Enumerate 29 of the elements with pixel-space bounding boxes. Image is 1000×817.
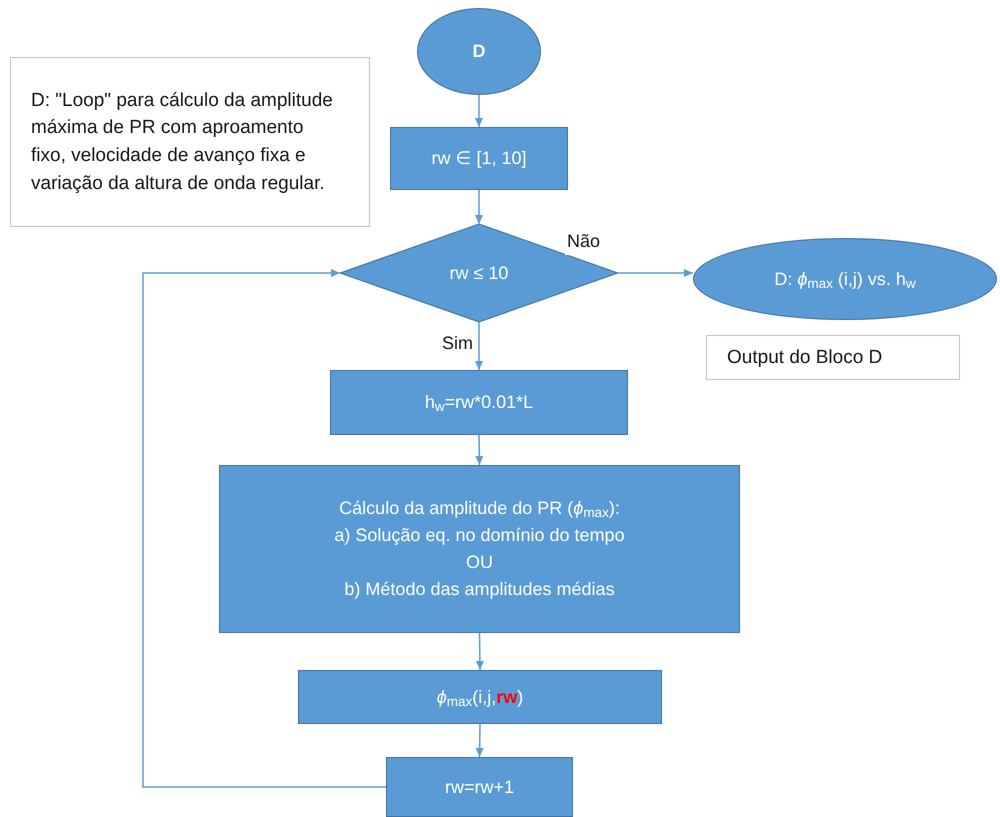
arrow — [476, 724, 484, 758]
arrow — [475, 434, 484, 466]
node-text: Cálculo da amplitude do PR (ϕ$_{max}$): — [339, 497, 620, 522]
node-text: a) Solução eq. no domínio do tempo — [334, 524, 625, 547]
arrow — [476, 632, 484, 670]
arrow — [475, 95, 483, 127]
arrow — [618, 269, 693, 277]
note-box — [706, 335, 960, 380]
process-box — [298, 670, 662, 724]
node-text: b) Método das amplitudes médias — [344, 578, 615, 601]
arrow — [475, 322, 483, 370]
node-text: rw ≤ 10 — [450, 262, 508, 284]
node-text: OU — [466, 551, 493, 574]
node-text: h$_{w}$=rw*0.01*L — [424, 391, 534, 416]
node-text: Output do Bloco D — [727, 346, 884, 370]
process-box — [386, 757, 573, 817]
note-box — [10, 57, 370, 227]
process-box — [219, 465, 740, 633]
node-text: rw=rw+1 — [444, 776, 514, 798]
node-text: rw ∈ [1, 10] — [431, 147, 527, 170]
process-box — [390, 127, 568, 190]
node-text: D — [472, 40, 486, 64]
node-text: ϕ$_{max}$(i,j,rw) — [436, 686, 524, 710]
node-text: D: "Loop" para cálculo da amplitude máxima de PR com aproamento fixo, velocidade de avanço fixa e variação da altura de onda regular. — [31, 88, 333, 196]
node-text: D: ϕ$_{max}$ (i,j) vs. h$_{w}$ — [774, 268, 916, 292]
decision-diamond — [340, 224, 618, 322]
arrow — [475, 190, 483, 224]
arrow — [142, 269, 386, 788]
process-box — [330, 370, 628, 435]
